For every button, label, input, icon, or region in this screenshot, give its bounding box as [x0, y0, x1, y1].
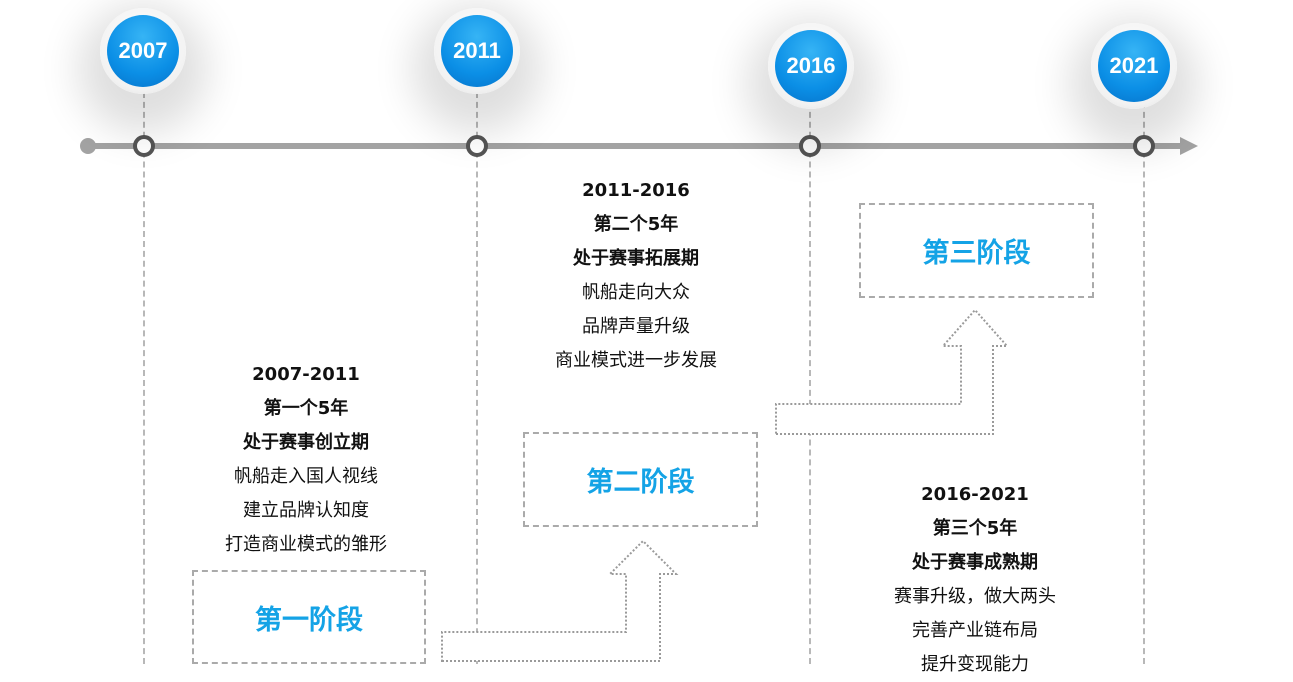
stage-2-description: 2011-2016 第二个5年 处于赛事拓展期 帆船走向大众 品牌声量升级 商业… — [526, 174, 746, 378]
year-label-2011: 2011 — [441, 15, 513, 87]
stage-1-point: 打造商业模式的雏形 — [225, 534, 387, 555]
step-arrow-2 — [775, 308, 1010, 435]
year-badge-2021: 2021 — [1091, 23, 1177, 109]
stage-2-point: 商业模式进一步发展 — [555, 350, 717, 371]
stage-2-phase: 处于赛事拓展期 — [573, 248, 699, 269]
stage-2-point: 品牌声量升级 — [582, 316, 690, 337]
stage-1-period: 2007-2011 — [252, 364, 360, 385]
axis-node-2016 — [799, 135, 821, 157]
stage-2-period: 2011-2016 — [582, 180, 690, 201]
axis-node-2021 — [1133, 135, 1155, 157]
year-label-2016: 2016 — [775, 30, 847, 102]
stage-3-description: 2016-2021 第三个5年 处于赛事成熟期 赛事升级，做大两头 完善产业链布… — [865, 478, 1085, 682]
stage-3-point: 提升变现能力 — [921, 654, 1029, 675]
stage-3-phase: 处于赛事成熟期 — [912, 552, 1038, 573]
axis-node-2007 — [133, 135, 155, 157]
stage-3-point: 完善产业链布局 — [912, 620, 1038, 641]
stage-box-3: 第三阶段 — [859, 203, 1094, 298]
stage-box-2: 第二阶段 — [523, 432, 758, 527]
year-badge-2016: 2016 — [768, 23, 854, 109]
stage-3-period: 2016-2021 — [921, 484, 1029, 505]
guide-line-2011 — [476, 92, 478, 664]
stage-1-title: 第一个5年 — [263, 398, 349, 419]
stage-3-point: 赛事升级，做大两头 — [894, 586, 1056, 607]
stage-2-title: 第二个5年 — [593, 214, 679, 235]
stage-box-1: 第一阶段 — [192, 570, 426, 664]
step-arrow-1 — [441, 539, 679, 662]
guide-line-2016 — [809, 92, 811, 664]
stage-1-description: 2007-2011 第一个5年 处于赛事创立期 帆船走入国人视线 建立品牌认知度… — [196, 358, 416, 562]
year-label-2021: 2021 — [1098, 30, 1170, 102]
axis-start-dot — [80, 138, 96, 154]
year-badge-2007: 2007 — [100, 8, 186, 94]
guide-line-2021 — [1143, 92, 1145, 664]
year-badge-2011: 2011 — [434, 8, 520, 94]
stage-1-phase: 处于赛事创立期 — [243, 432, 369, 453]
stage-3-title: 第三个5年 — [932, 518, 1018, 539]
stage-2-point: 帆船走向大众 — [582, 282, 690, 303]
guide-line-2007 — [143, 92, 145, 664]
stage-1-point: 建立品牌认知度 — [243, 500, 369, 521]
timeline-arrowhead — [1180, 137, 1198, 155]
stage-1-point: 帆船走入国人视线 — [234, 466, 378, 487]
year-label-2007: 2007 — [107, 15, 179, 87]
axis-node-2011 — [466, 135, 488, 157]
